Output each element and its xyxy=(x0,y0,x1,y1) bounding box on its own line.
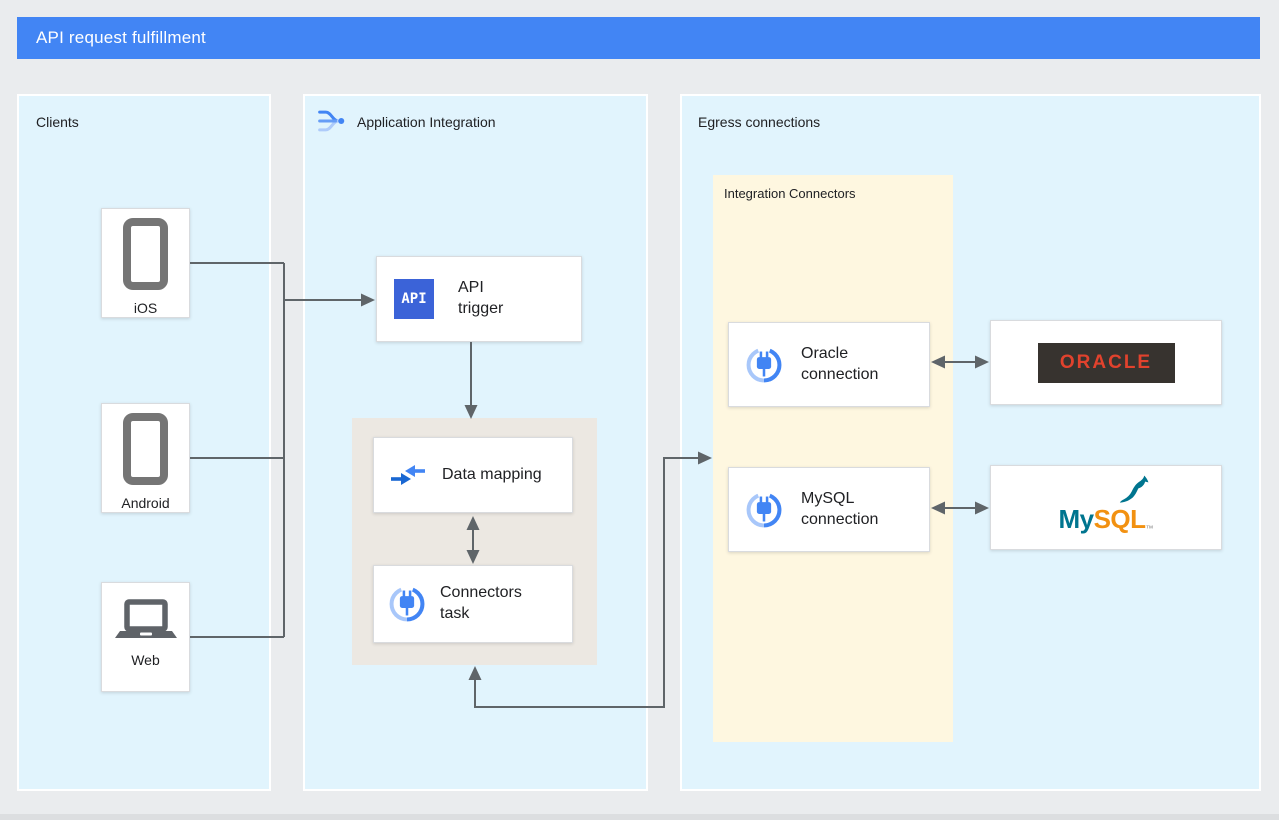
connectors-task-node: Connectors task xyxy=(373,565,573,643)
mysql-connection-node: MySQL connection xyxy=(728,467,930,552)
connector-plug-icon xyxy=(388,585,426,623)
ios-label: iOS xyxy=(133,300,158,316)
connector-plug-icon xyxy=(745,490,783,529)
mysql-logo-trademark: ™ xyxy=(1145,524,1154,533)
bottom-edge xyxy=(0,814,1279,820)
panel-integration-connectors-label: Integration Connectors xyxy=(724,186,856,201)
web-label: Web xyxy=(131,652,160,668)
oracle-logo-node: ORACLE xyxy=(990,320,1222,405)
ios-node: iOS xyxy=(101,208,190,318)
api-trigger-label: API trigger xyxy=(458,279,504,317)
panel-clients-label: Clients xyxy=(36,114,79,130)
mysql-logo-sql: SQL xyxy=(1093,504,1146,534)
api-icon: API xyxy=(394,279,434,319)
data-mapping-arrows-icon xyxy=(390,460,426,490)
smartphone-icon xyxy=(123,218,168,290)
connector-plug-icon xyxy=(745,345,783,384)
data-mapping-node: Data mapping xyxy=(373,437,573,513)
smartphone-icon xyxy=(123,413,168,485)
panel-application-integration-label: Application Integration xyxy=(357,114,496,130)
android-node: Android xyxy=(101,403,190,513)
android-label: Android xyxy=(121,495,170,511)
api-trigger-node: API API trigger xyxy=(376,256,582,342)
data-mapping-label: Data mapping xyxy=(442,465,542,483)
panel-egress-label: Egress connections xyxy=(698,114,821,130)
connectors-task-label: Connectors task xyxy=(440,584,522,622)
oracle-logo-text: ORACLE xyxy=(1059,351,1153,373)
application-integration-icon xyxy=(317,107,347,140)
page-title: API request fulfillment xyxy=(36,28,206,47)
laptop-icon xyxy=(114,599,178,646)
oracle-connection-label: Oracle connection xyxy=(801,344,879,383)
mysql-dolphin-icon xyxy=(1118,474,1152,511)
panel-integration-connectors xyxy=(713,175,953,742)
oracle-connection-node: Oracle connection xyxy=(728,322,930,407)
web-node: Web xyxy=(101,582,190,692)
title-bar: API request fulfillment xyxy=(17,17,1260,59)
oracle-logo: ORACLE xyxy=(1037,342,1175,383)
mysql-logo-my: My xyxy=(1058,504,1094,534)
mysql-connection-label: MySQL connection xyxy=(801,489,879,528)
